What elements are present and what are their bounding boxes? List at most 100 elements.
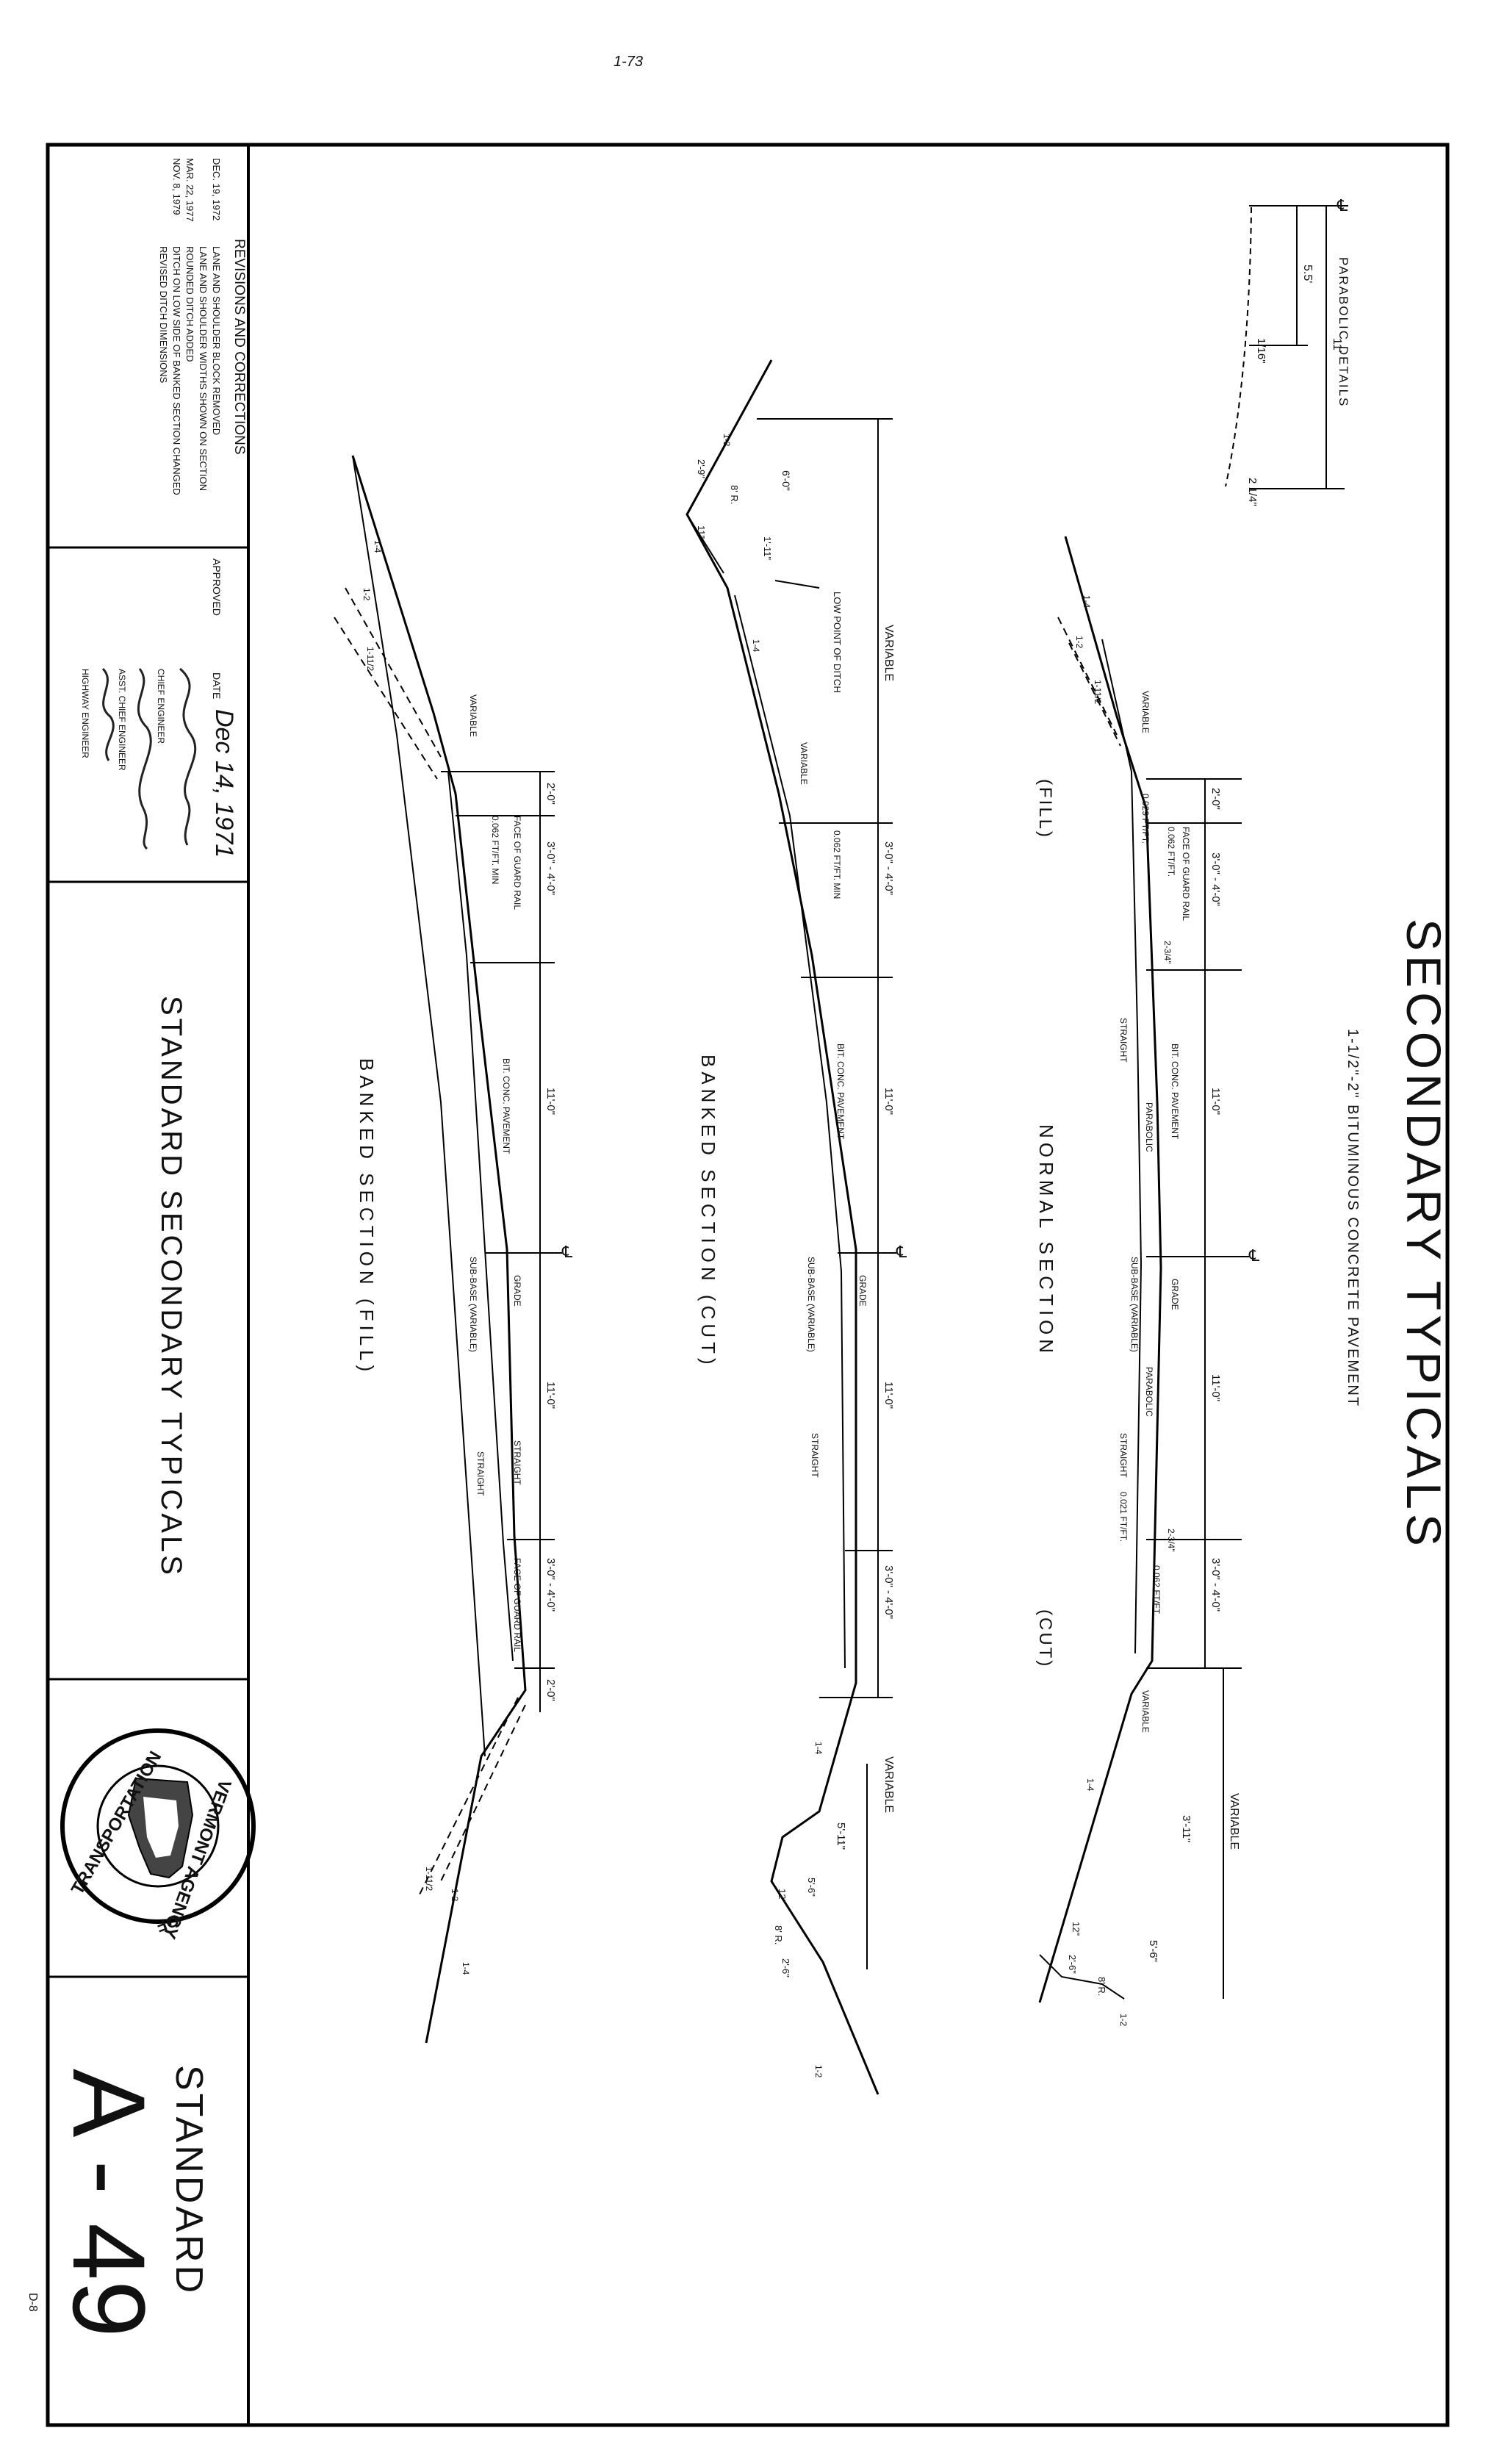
normal-slope-14-left: 1-4 xyxy=(1082,595,1092,608)
normal-subbase-line xyxy=(1101,639,1143,1654)
fill-surface-line xyxy=(351,455,527,2044)
cut-low-point-leader xyxy=(774,580,820,589)
normal-2-34-left: 2-3/4" xyxy=(1162,941,1173,964)
cut-ditch-curve xyxy=(686,514,724,574)
normal-slope-062-right: 0.062 FT/FT. xyxy=(1151,1565,1162,1615)
normal-slope-029: 0.029 FT/FT. xyxy=(1140,794,1151,844)
normal-2-6-label: 2'-6" xyxy=(1067,1955,1078,1974)
normal-surface-line xyxy=(1038,536,1162,2003)
vermont-map-highlight xyxy=(143,1797,179,1858)
normal-slope-12-right: 1-2 xyxy=(1118,2014,1129,2027)
normal-bit-pave: BIT. CONC. PAVEMENT xyxy=(1170,1044,1180,1140)
approval-block: APPROVED DATE Dec 14, 1971 CHIEF ENGINEE… xyxy=(80,558,238,858)
fill-slope-14-right: 1-4 xyxy=(461,1962,471,1975)
cut-straight: STRAIGHT xyxy=(810,1433,820,1478)
fill-slope-12-right: 1-2 xyxy=(450,1889,460,1902)
normal-slope-14-right: 1-4 xyxy=(1085,1778,1096,1792)
revision-date-1: DEC. 19, 1972 xyxy=(211,158,222,220)
chief-engineer-label: CHIEF ENGINEER xyxy=(156,669,166,744)
cut-lane-label-right: 11'-0" xyxy=(882,1382,895,1409)
fill-slope-062min: 0.062 FT/FT. MIN xyxy=(490,816,500,884)
normal-fill-dash-2 xyxy=(1068,642,1121,747)
revision-text-5: REVISED DITCH DIMENSIONS xyxy=(158,246,169,384)
normal-slope-12-left: 1-2 xyxy=(1074,636,1084,649)
fill-2ft-right: 2'-0" xyxy=(544,1679,557,1701)
highway-engineer-signature xyxy=(101,667,115,761)
revision-text-4: DITCH ON LOW SIDE OF BANKED SECTION CHAN… xyxy=(171,246,182,495)
fill-shoulder-left: 3'-0" - 4'-0" xyxy=(544,841,557,895)
fill-subbase-line xyxy=(447,771,514,1662)
fill-cl-mark: ℄ xyxy=(561,1243,573,1261)
standard-number: A - 49 xyxy=(51,2069,167,2338)
cut-slope-12-right: 1-2 xyxy=(813,2065,824,2078)
cut-subbase: SUB-BASE (VARIABLE) xyxy=(806,1257,816,1352)
fill-variable-note: VARIABLE xyxy=(468,694,478,737)
cut-2-6-label: 2'-6" xyxy=(780,1958,791,1978)
normal-variable-note-right: VARIABLE xyxy=(1140,1690,1151,1733)
approved-label: APPROVED xyxy=(211,558,223,616)
cut-lane-label-left: 11'-0" xyxy=(882,1088,895,1115)
fill-face-guard-right: FACE OF GUARD RAIL xyxy=(512,1558,522,1652)
cut-shoulder-label-right: 3'-0" - 4'-0" xyxy=(882,1565,895,1619)
cut-5-11-label: 5'-11" xyxy=(835,1822,847,1850)
parabolic-curve xyxy=(1225,206,1252,487)
cut-bit-pave: BIT. CONC. PAVEMENT xyxy=(835,1044,846,1140)
normal-slope-062-left: 0.062 FT/FT. xyxy=(1166,827,1176,877)
sheet-border xyxy=(46,143,1450,2427)
normal-2ft-label: 2'-0" xyxy=(1209,788,1222,810)
normal-8r-label: 8' R. xyxy=(1096,1977,1107,1996)
banked-fill-section: ℄ 2'-0" 3'-0" - 4'-0" 11'-0" 11'-0" 3'-0… xyxy=(334,455,573,2044)
parabolic-title: PARABOLIC DETAILS xyxy=(1336,257,1350,407)
sheet-title: STANDARD SECONDARY TYPICALS xyxy=(155,996,187,1578)
normal-2-34-right: 2-3/4" xyxy=(1166,1529,1176,1552)
chief-engineer-signature xyxy=(179,667,197,846)
cut-8r-left-label: 8' R. xyxy=(729,485,740,504)
cut-grade: GRADE xyxy=(857,1275,868,1307)
normal-cl-mark: ℄ xyxy=(1248,1246,1260,1265)
normal-fill-dash-1 xyxy=(1057,617,1118,736)
normal-face-guard-left: FACE OF GUARD RAIL xyxy=(1181,827,1191,921)
revision-text-2: LANE AND SHOULDER WIDTHS SHOWN ON SECTIO… xyxy=(198,246,209,491)
cut-1-11-label: 1'-11" xyxy=(762,536,773,561)
normal-slope-112-left: 1-11/2 xyxy=(1093,680,1103,704)
cut-section-label: BANKED SECTION (CUT) xyxy=(697,1055,719,1369)
normal-6in-label: 12" xyxy=(1071,1922,1082,1936)
parabolic-details: PARABOLIC DETAILS 11' 5.5' 1/16" 2 1/4" … xyxy=(1225,196,1350,506)
fill-slope-112-right: 1-11/2 xyxy=(424,1867,434,1891)
fill-slope-12-left: 1-2 xyxy=(361,588,372,601)
cut-slope-14-right: 1-4 xyxy=(813,1742,824,1755)
normal-variable-label: VARIABLE xyxy=(1228,1793,1240,1850)
cut-slope-12-left: 1-2 xyxy=(722,434,732,447)
cut-variable-note: VARIABLE xyxy=(799,742,809,785)
revision-text-1: LANE AND SHOULDER BLOCK REMOVED xyxy=(211,246,222,435)
asst-chief-label: ASST. CHIEF ENGINEER xyxy=(117,669,127,771)
fill-dash-left-1 xyxy=(345,587,442,758)
normal-fill-label: (FILL) xyxy=(1035,779,1055,839)
seal-inner-ring xyxy=(96,1764,220,1888)
cut-slope-14-left: 1-4 xyxy=(751,639,761,653)
parabolic-cl-mark: ℄ xyxy=(1336,196,1348,215)
fill-lane-right: 11'-0" xyxy=(544,1382,557,1409)
parabolic-11-label: 11' xyxy=(1331,338,1343,353)
fill-grade: GRADE xyxy=(512,1275,522,1307)
normal-grade: GRADE xyxy=(1170,1279,1180,1310)
fill-slope-14-left: 1-4 xyxy=(373,540,383,553)
normal-variable-note: VARIABLE xyxy=(1140,691,1151,733)
normal-parabolic-right: PARABOLIC xyxy=(1144,1367,1154,1417)
fill-bit-pave: BIT. CONC. PAVEMENT xyxy=(501,1058,511,1154)
asst-chief-signature xyxy=(137,668,152,850)
revision-text-3: ROUNDED DITCH ADDED xyxy=(184,246,195,362)
agency-seal: VERMONT AGENCY OF TRANSPORTATION xyxy=(60,1728,256,1942)
normal-cut-label: (CUT) xyxy=(1035,1609,1055,1668)
cut-12in-label: 12" xyxy=(777,1889,788,1903)
cut-cl-mark: ℄ xyxy=(896,1243,907,1261)
cut-variable-label: VARIABLE xyxy=(882,625,895,681)
cut-shoulder-label-left: 3'-0" - 4'-0" xyxy=(882,841,895,895)
date-label: DATE xyxy=(211,672,223,699)
parabolic-214-label: 2 1/4" xyxy=(1246,478,1259,506)
fill-straight-lower: STRAIGHT xyxy=(475,1451,486,1496)
cut-variable-label-right: VARIABLE xyxy=(882,1756,895,1813)
normal-shoulder-label-right: 3'-0" - 4'-0" xyxy=(1209,1558,1222,1612)
fill-straight-upper: STRAIGHT xyxy=(512,1440,522,1485)
page-mark: 1-73 xyxy=(614,54,643,70)
